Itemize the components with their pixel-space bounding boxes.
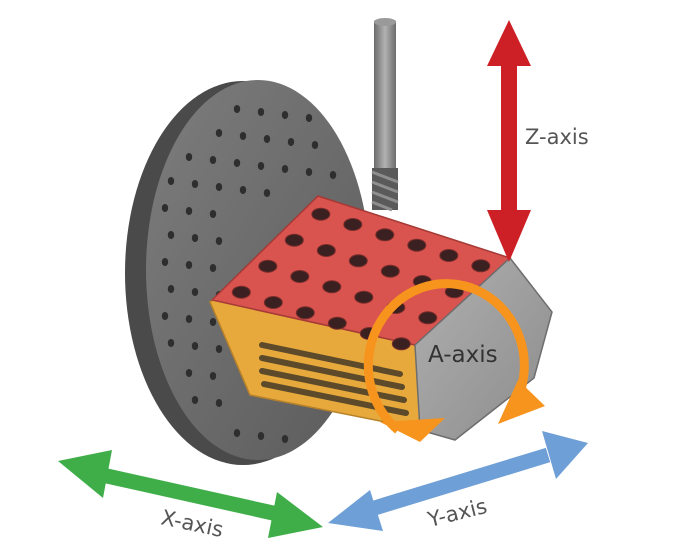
y-arrow-head-right	[542, 431, 588, 479]
workpiece-hole	[354, 290, 374, 304]
plate-hole	[257, 162, 265, 170]
plate-hole	[191, 396, 199, 404]
plate-hole	[209, 210, 217, 218]
workpiece	[210, 195, 553, 441]
plate-hole	[239, 132, 247, 140]
workpiece-hole	[380, 264, 400, 278]
workpiece-hole	[439, 249, 459, 262]
plate-hole	[209, 156, 217, 164]
workpiece-hole	[263, 296, 283, 309]
plate-hole	[215, 237, 223, 245]
y-axis-arrow	[328, 431, 588, 531]
plate-hole	[209, 264, 217, 272]
plate-hole	[233, 105, 241, 113]
plate-hole	[281, 165, 289, 173]
x-arrow-head-right	[268, 492, 323, 538]
plate-hole	[161, 204, 169, 212]
z-arrow-head-down	[487, 210, 531, 262]
plate-hole	[263, 189, 271, 197]
plate-hole	[191, 342, 199, 350]
y-arrow-head-left	[328, 490, 383, 531]
plate-hole	[263, 135, 271, 143]
workpiece-hole	[471, 259, 491, 273]
plate-hole	[215, 183, 223, 191]
y-axis-label: Y-axis	[424, 494, 489, 532]
workpiece-hole	[327, 316, 347, 330]
a-arrow-head-left	[380, 418, 445, 442]
plate-hole	[167, 285, 175, 293]
plate-hole	[185, 261, 193, 269]
a-axis-arrow	[363, 279, 545, 442]
fixture-plate-holes	[161, 105, 337, 443]
x-axis-arrow	[58, 450, 323, 538]
a-axis-label: A-axis	[428, 342, 498, 368]
plate-hole	[215, 399, 223, 407]
workpiece-hole	[284, 233, 304, 247]
z-arrow-head-up	[487, 20, 531, 66]
plate-hole	[305, 114, 313, 122]
plate-hole	[191, 234, 199, 242]
plate-hole	[305, 168, 313, 176]
z-axis-label: Z-axis	[525, 125, 589, 149]
plate-hole	[161, 258, 169, 266]
plate-hole	[311, 141, 319, 149]
tool-shank	[374, 20, 396, 170]
plate-hole	[233, 159, 241, 167]
plate-hole	[281, 435, 289, 443]
workpiece-hole	[316, 244, 336, 257]
workpiece-hole	[348, 254, 368, 268]
workpiece-hole	[375, 228, 395, 242]
workpiece-hole	[311, 207, 331, 221]
plate-hole	[209, 318, 217, 326]
plate-hole	[209, 372, 217, 380]
plate-hole	[185, 315, 193, 323]
x-axis-label: X-axis	[159, 505, 226, 542]
plate-hole	[167, 339, 175, 347]
plate-hole	[257, 108, 265, 116]
plate-hole	[191, 180, 199, 188]
plate-hole	[185, 153, 193, 161]
plate-hole	[167, 231, 175, 239]
plate-hole	[239, 186, 247, 194]
plate-hole	[281, 111, 289, 119]
a-axis-arc	[363, 279, 529, 434]
workpiece-hole	[343, 218, 363, 231]
plate-hole	[257, 432, 265, 440]
x-arrow-head-left	[58, 450, 112, 498]
workpiece-hole	[295, 306, 315, 320]
workpiece-hole	[418, 311, 438, 325]
workpiece-top-holes	[231, 207, 491, 351]
plate-hole	[215, 345, 223, 353]
workpiece-hole	[391, 337, 411, 351]
end-mill-tool	[371, 18, 399, 212]
plate-hole	[233, 429, 241, 437]
workpiece-hole	[231, 285, 251, 299]
a-arrow-head-right	[498, 380, 545, 424]
plate-hole	[191, 288, 199, 296]
workpiece-hole	[290, 270, 310, 283]
workpiece-hole	[407, 238, 427, 252]
plate-hole	[167, 177, 175, 185]
plate-hole	[185, 369, 193, 377]
plate-hole	[161, 312, 169, 320]
plate-hole	[329, 171, 337, 179]
plate-hole	[185, 207, 193, 215]
z-axis-arrow	[487, 20, 531, 262]
workpiece-hole	[322, 280, 342, 294]
workpiece-hole	[258, 259, 278, 273]
plate-hole	[215, 129, 223, 137]
plate-hole	[287, 138, 295, 146]
